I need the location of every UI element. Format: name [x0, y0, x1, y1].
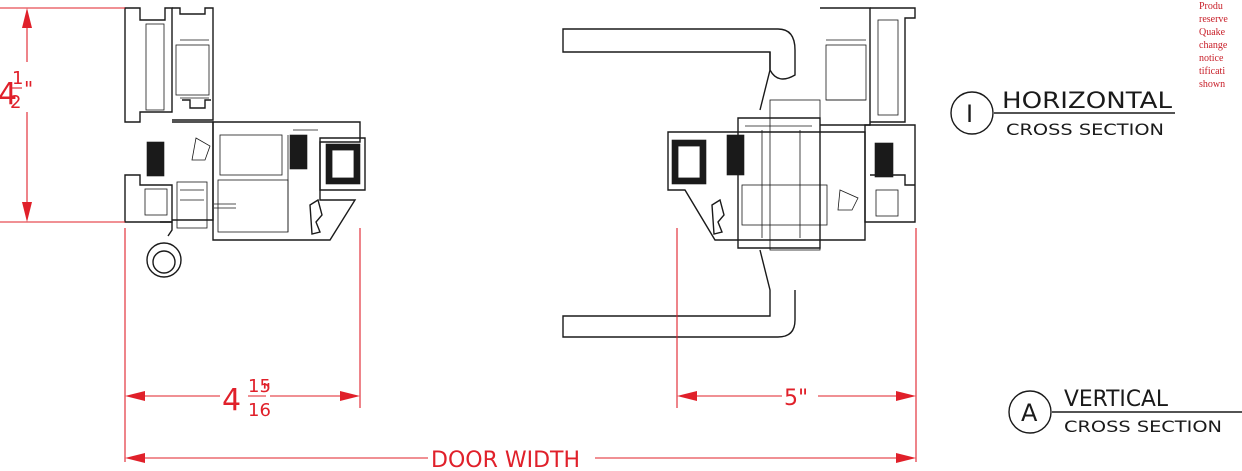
height-dim-whole: 4	[0, 77, 17, 112]
left-frame-profile	[124, 7, 366, 278]
horizontal-subtitle: CROSS SECTION	[1006, 120, 1164, 139]
horizontal-title: HORIZONTAL	[1002, 89, 1173, 114]
right-dim-text: 5"	[784, 386, 808, 411]
horizontal-marker: I	[966, 100, 973, 128]
note-line: Produ	[1199, 1, 1223, 12]
note-line: Quake	[1199, 27, 1226, 38]
height-dim-unit: "	[24, 77, 33, 101]
note-line: notice	[1199, 53, 1224, 64]
note-line: reserve	[1199, 14, 1228, 25]
vertical-subtitle: CROSS SECTION	[1064, 417, 1222, 436]
vertical-marker: A	[1021, 399, 1038, 427]
dimension-lines	[0, 7, 917, 463]
left-gasket-inner	[289, 134, 308, 170]
left-dim-unit: "	[262, 379, 271, 403]
note-line: shown	[1199, 79, 1226, 90]
left-dim-frac-num: 15	[248, 376, 271, 397]
right-gasket-outer	[874, 142, 894, 178]
right-frame-profile	[562, 7, 916, 338]
height-dim-frac-den: 2	[10, 92, 21, 113]
vertical-section-label: A VERTICAL CROSS SECTION	[1008, 387, 1242, 436]
left-dim-frac-den: 16	[248, 400, 271, 421]
right-gasket-inner	[726, 134, 745, 176]
note-line: tificati	[1199, 66, 1226, 77]
horizontal-section-label: I HORIZONTAL CROSS SECTION	[950, 89, 1175, 139]
left-dim-whole: 4	[222, 383, 241, 418]
height-dim-frac-num: 1	[12, 68, 23, 89]
note-line: change	[1199, 40, 1228, 51]
door-width-text: DOOR WIDTH	[431, 448, 580, 471]
left-gasket-outer	[146, 141, 165, 177]
vertical-title: VERTICAL	[1064, 387, 1169, 412]
product-disclaimer-note: Produ reserve Quake change notice tifica…	[1199, 0, 1242, 91]
